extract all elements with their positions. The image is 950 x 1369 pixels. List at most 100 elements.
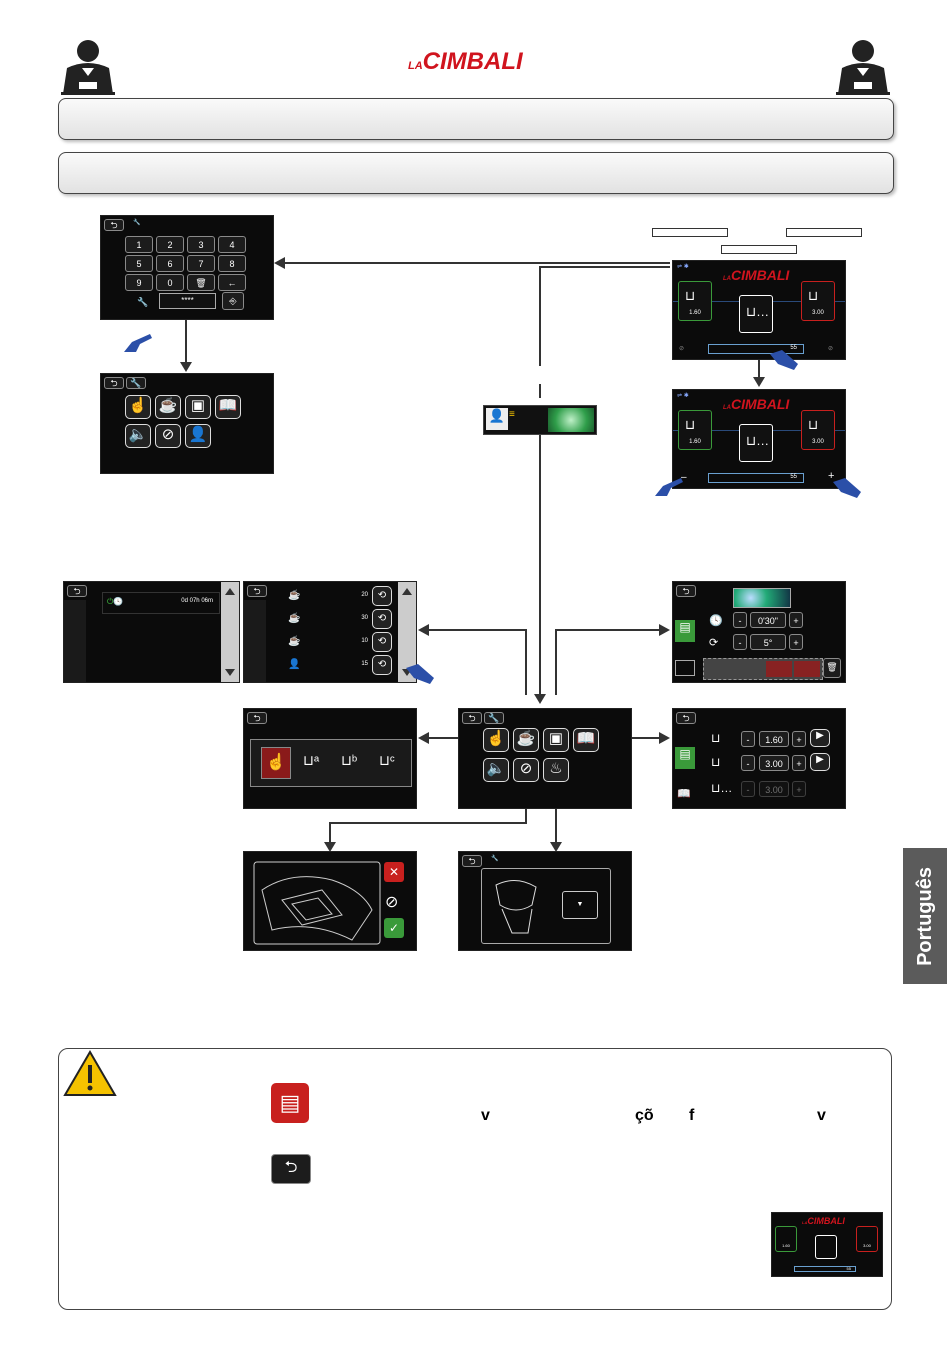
key-7[interactable]: 7 <box>187 255 215 272</box>
status-icons: ⇌ ✱ <box>677 264 689 270</box>
play-button[interactable]: ▶ <box>810 753 830 771</box>
wrench-button[interactable]: 🔧 <box>484 712 504 724</box>
minus-button[interactable]: - <box>733 634 747 650</box>
custom-button[interactable] <box>815 1235 837 1259</box>
custom-button[interactable]: ⊔… <box>739 424 773 462</box>
cleaning-icon: ⊘ <box>679 346 685 352</box>
dropdown[interactable]: ▼ <box>562 891 598 919</box>
side-panel <box>64 600 86 682</box>
espresso-button[interactable]: 1.60 <box>775 1226 797 1252</box>
double-button[interactable]: 3.00 <box>856 1226 878 1252</box>
toggle-knob[interactable] <box>548 408 594 432</box>
cancel-button[interactable]: ✕ <box>384 862 404 882</box>
key-9[interactable]: 9 <box>125 274 153 291</box>
language-tab: Português <box>903 848 947 984</box>
delete-key[interactable]: 🗑 <box>187 274 215 291</box>
volume-slider[interactable]: 55 <box>708 473 804 483</box>
logo-prefix: LA <box>723 405 731 411</box>
key-5[interactable]: 5 <box>125 255 153 272</box>
minus-button[interactable]: - <box>741 755 755 771</box>
scrollbar[interactable] <box>221 582 239 682</box>
reset-button[interactable]: ⟲ <box>372 655 392 675</box>
user-switch[interactable]: 👤 ≡ <box>483 405 597 435</box>
key-8[interactable]: 8 <box>218 255 246 272</box>
time-value: 0'30" <box>750 612 786 628</box>
scrollbar[interactable] <box>398 582 416 682</box>
minus-button[interactable]: - <box>741 731 755 747</box>
volume-slider[interactable]: 55 <box>794 1266 856 1272</box>
key-3[interactable]: 3 <box>187 236 215 253</box>
plus-button[interactable]: + <box>792 781 806 797</box>
coffee-menu-icon[interactable]: ☕ <box>513 728 539 752</box>
key-2[interactable]: 2 <box>156 236 184 253</box>
key-6[interactable]: 6 <box>156 255 184 272</box>
back-button[interactable]: ⮌ <box>462 712 482 724</box>
play-button[interactable]: ▶ <box>810 729 830 747</box>
cleaning-menu-icon[interactable]: ⊘ <box>155 424 181 448</box>
hand-menu-icon[interactable]: ☝ <box>483 728 509 752</box>
sound-menu-icon[interactable]: 🔈 <box>483 758 509 782</box>
save-button[interactable]: ▤ <box>675 747 695 769</box>
back-button[interactable]: ⮌ <box>247 712 267 724</box>
reset-button[interactable]: ⟲ <box>372 609 392 629</box>
milk-screen: ⮌ 🔧 ▼ <box>458 851 632 951</box>
toggle-switch[interactable] <box>733 588 791 608</box>
minus-button[interactable]: - <box>741 781 755 797</box>
coffee-menu-icon[interactable]: ☕ <box>155 395 181 419</box>
enter-button[interactable]: ⎆ <box>222 292 244 310</box>
dose-option-c[interactable]: ⊔ᶜ <box>379 752 395 768</box>
hand-menu-icon[interactable]: ☝ <box>125 395 151 419</box>
double-button[interactable]: ⊔ 3.00 <box>801 281 835 321</box>
brand-logo: LACIMBALI <box>408 48 523 76</box>
plus-button[interactable]: + <box>792 731 806 747</box>
dose-option-b[interactable]: ⊔ᵇ <box>341 752 358 768</box>
minus-button[interactable]: - <box>733 612 747 628</box>
arrow-head <box>324 842 336 852</box>
book-menu-icon[interactable]: 📖 <box>215 395 241 419</box>
wrench-button[interactable]: 🔧 <box>126 377 146 389</box>
language-tab-label: Português <box>913 866 936 966</box>
key-0[interactable]: 0 <box>156 274 184 291</box>
espresso-button[interactable]: ⊔ 1.60 <box>678 410 712 450</box>
reset-button[interactable]: ⟲ <box>372 632 392 652</box>
counter-value: 20 <box>361 592 368 598</box>
dose-option-a[interactable]: ⊔ᵃ <box>303 752 320 768</box>
back-button[interactable]: ⮌ <box>104 377 124 389</box>
password-field[interactable]: **** <box>159 293 216 309</box>
display-menu-icon[interactable]: ▣ <box>185 395 211 419</box>
back-button[interactable]: ⮌ <box>67 585 87 597</box>
connector-line <box>329 822 331 844</box>
milk-menu-icon[interactable]: ♨ <box>543 758 569 782</box>
display-menu-icon[interactable]: ▣ <box>543 728 569 752</box>
sound-menu-icon[interactable]: 🔈 <box>125 424 151 448</box>
espresso-button[interactable]: ⊔ 1.60 <box>678 281 712 321</box>
back-button[interactable]: ⮌ <box>676 585 696 597</box>
minus-button[interactable]: – <box>681 472 687 483</box>
key-4[interactable]: 4 <box>218 236 246 253</box>
save-button[interactable]: ▤ <box>675 620 695 642</box>
delete-button[interactable]: 🗑 <box>823 658 841 678</box>
hand-option[interactable]: ☝ <box>261 747 291 779</box>
book-menu-icon[interactable]: 📖 <box>573 728 599 752</box>
reset-button[interactable]: ⟲ <box>372 586 392 606</box>
confirm-button[interactable]: ✓ <box>384 918 404 938</box>
plus-button[interactable]: + <box>789 634 803 650</box>
back-button[interactable]: ⮌ <box>462 855 482 867</box>
double-button[interactable]: ⊔ 3.00 <box>801 410 835 450</box>
plus-button[interactable]: + <box>828 470 835 482</box>
custom-button[interactable]: ⊔… <box>739 295 773 333</box>
user-menu-icon[interactable]: 👤 <box>185 424 211 448</box>
arrow-head <box>550 842 562 852</box>
plus-button[interactable]: + <box>789 612 803 628</box>
status-icons: ⇌ ✱ <box>677 393 689 399</box>
backspace-key[interactable]: ← <box>218 274 246 291</box>
cleaning-menu-icon[interactable]: ⊘ <box>513 758 539 782</box>
back-button[interactable]: ⮌ <box>104 219 124 231</box>
warning-box: ▤ ⮌ v çõ f v LACIMBALI 1.60 3.00 55 <box>58 1048 892 1310</box>
back-button[interactable]: ⮌ <box>676 712 696 724</box>
back-button[interactable]: ⮌ <box>247 585 267 597</box>
volume-slider[interactable]: 55 <box>708 344 804 354</box>
image-strip[interactable] <box>703 658 823 680</box>
plus-button[interactable]: + <box>792 755 806 771</box>
key-1[interactable]: 1 <box>125 236 153 253</box>
